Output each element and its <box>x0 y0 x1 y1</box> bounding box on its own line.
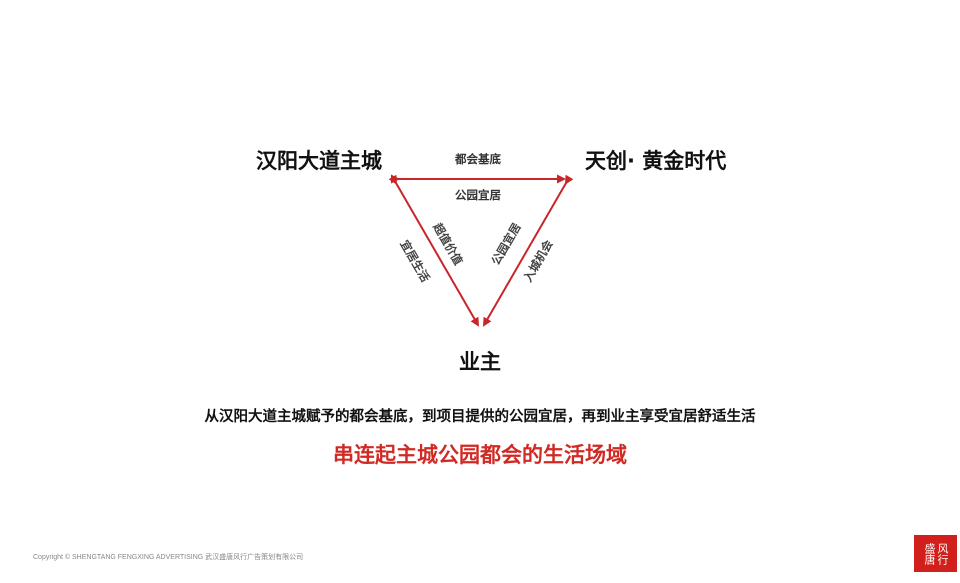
caption-text: 从汉阳大道主城赋予的都会基底，到项目提供的公园宜居，再到业主享受宜居舒适生活 <box>204 409 756 425</box>
node-right-label: 天创· 黄金时代 <box>585 149 727 173</box>
logo-left-text: 盛唐 <box>923 542 936 565</box>
edge-top-outer-label: 都会基底 <box>455 152 501 166</box>
right-edge-arrow <box>482 174 574 327</box>
left-edge-arrow <box>388 174 480 327</box>
edge-top-inner-label: 公园宜居 <box>455 188 501 202</box>
highlight-text: 串连起主城公园都会的生活场域 <box>333 443 627 467</box>
logo-right-text: 风行 <box>936 542 949 565</box>
node-bottom-label: 业主 <box>459 350 501 374</box>
brand-logo: 盛唐 风行 <box>914 535 957 572</box>
copyright-text: Copyright © SHENGTANG FENGXING ADVERTISI… <box>33 554 304 561</box>
node-left-label: 汉阳大道主城 <box>256 149 382 173</box>
